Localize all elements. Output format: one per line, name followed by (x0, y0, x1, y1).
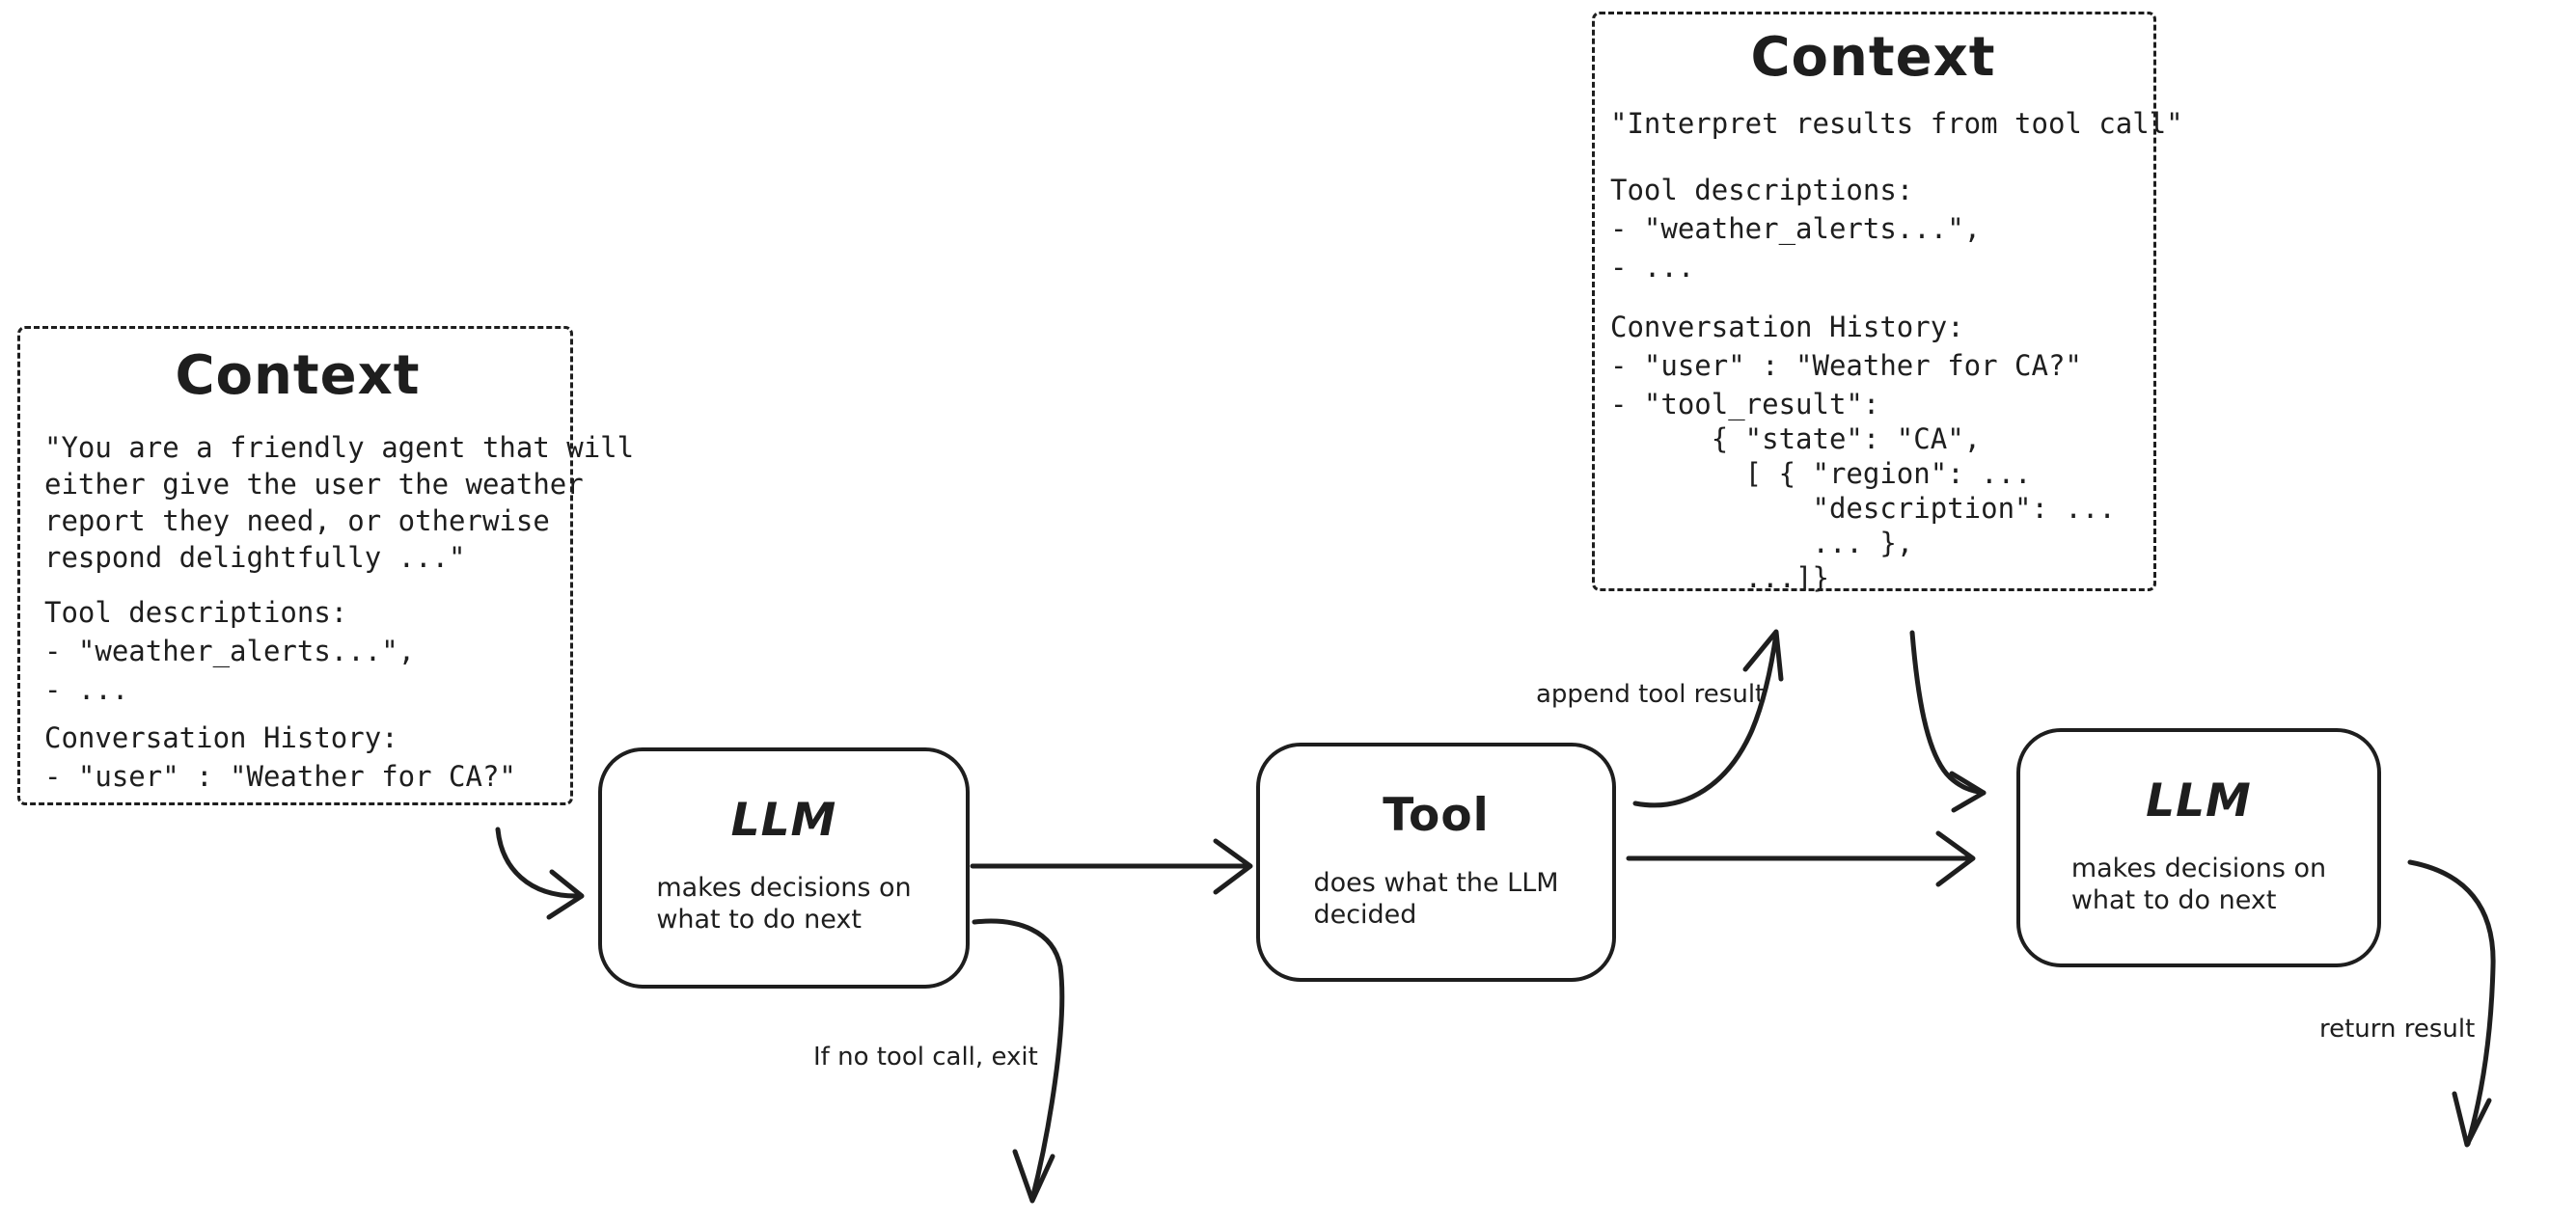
arrow-context-top-to-llm2-shaft (1909, 630, 1987, 796)
tool-node: Tool does what the LLM decided (1256, 743, 1616, 982)
arrow-tool-to-context-top (1632, 629, 1784, 808)
context-top-tool-descriptions: Tool descriptions: - "weather_alerts..."… (1610, 174, 1982, 284)
arrow-llm2-return-shaft (2407, 859, 2496, 1147)
llm-first-title: LLM (730, 794, 837, 847)
context-top-system-prompt: "Interpret results from tool call" (1610, 107, 2183, 140)
arrow-context-left-to-llm1 (495, 827, 585, 920)
context-left-tool-descriptions: Tool descriptions: - "weather_alerts..."… (44, 596, 416, 706)
label-return-result: return result (2319, 1015, 2476, 1044)
arrow-llm2-return-head (2452, 1091, 2492, 1148)
arrow-context-top-to-llm2 (1909, 630, 1987, 813)
llm-first-subtitle: makes decisions on what to do next (656, 873, 912, 935)
label-append-tool-result: append tool result (1536, 680, 1766, 709)
llm-second-subtitle: makes decisions on what to do next (2070, 854, 2327, 915)
arrow-llm1-to-tool (970, 838, 1253, 895)
context-box-top: Context "Interpret results from tool cal… (1592, 12, 2183, 594)
arrow-llm1-to-tool-head (1213, 838, 1253, 895)
arrow-llm2-return (2407, 859, 2496, 1148)
tool-subtitle: does what the LLM decided (1313, 868, 1559, 930)
context-left-system-prompt: "You are a friendly agent that will eith… (44, 431, 635, 574)
context-left-title: Context (175, 344, 421, 407)
context-top-tool-result: - "tool_result": { "state": "CA", [ { "r… (1610, 388, 2116, 594)
arrow-tool-to-context-top-shaft (1632, 631, 1779, 808)
arrow-context-left-to-llm1-shaft (495, 827, 582, 899)
llm-node-first: LLM makes decisions on what to do next (598, 747, 970, 989)
arrow-llm1-exit-shaft (972, 918, 1065, 1202)
arrow-llm1-exit (972, 918, 1065, 1204)
llm-node-second: LLM makes decisions on what to do next (2016, 728, 2381, 967)
arrow-context-left-to-llm1-head (546, 869, 585, 920)
arrow-llm1-exit-head (1012, 1149, 1055, 1204)
context-box-left: Context "You are a friendly agent that w… (17, 326, 635, 805)
tool-title: Tool (1383, 789, 1490, 842)
label-if-no-tool-call-exit: If no tool call, exit (813, 1043, 1038, 1072)
context-top-conversation-history: Conversation History: - "user" : "Weathe… (1610, 311, 2082, 382)
arrow-tool-to-context-top-head (1742, 629, 1784, 682)
arrow-context-top-to-llm2-head (1949, 771, 1987, 813)
context-top-title: Context (1750, 26, 1996, 89)
arrow-tool-to-llm2-head (1935, 830, 1976, 887)
context-left-conversation-history: Conversation History: - "user" : "Weathe… (44, 721, 516, 793)
arrow-tool-to-llm2 (1626, 830, 1976, 887)
llm-second-title: LLM (2146, 774, 2252, 828)
